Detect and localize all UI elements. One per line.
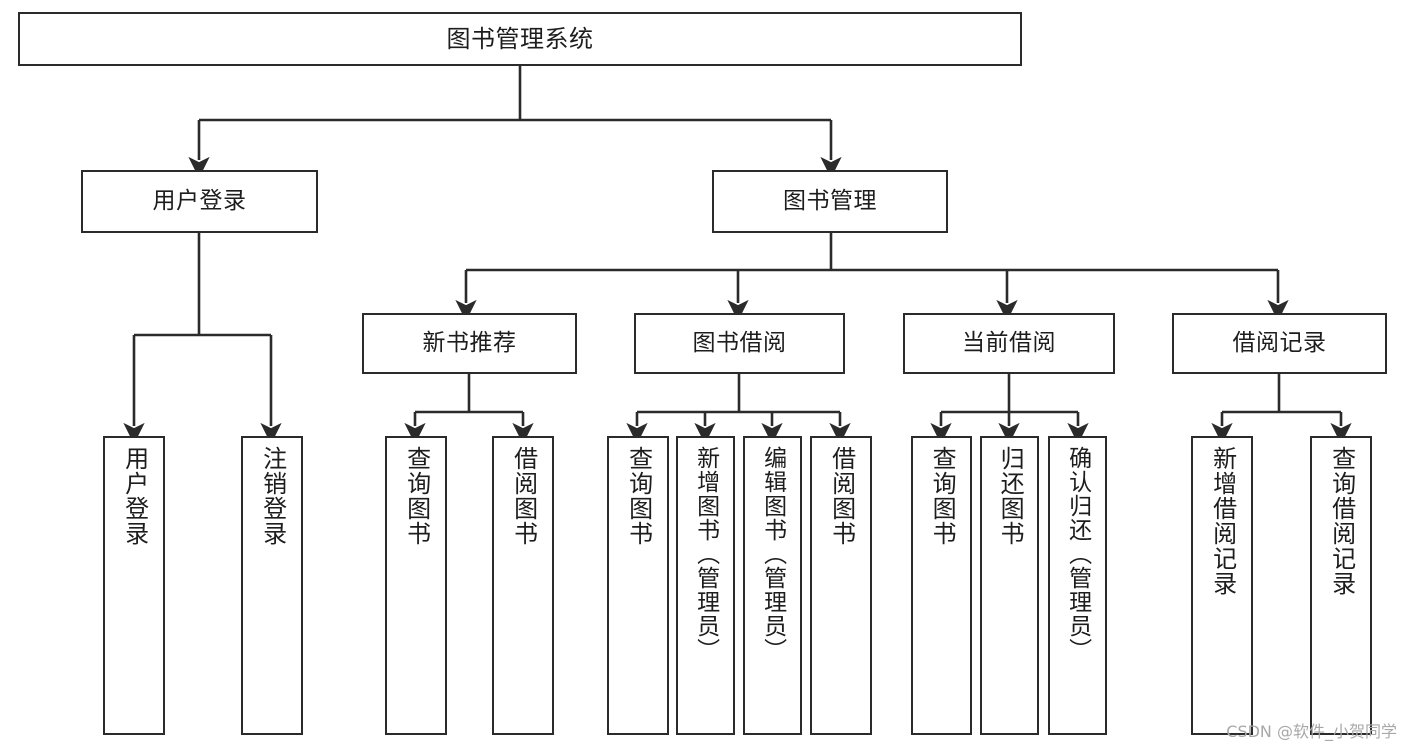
csdn-watermark: CSDN @软件_小贺同学 (1226, 722, 1397, 741)
leaf-add-book-admin[interactable]: 新增图书（管理员） (676, 436, 735, 735)
node-book-borrow[interactable]: 图书借阅 (634, 313, 845, 374)
leaf-user-login[interactable]: 用户登录 (103, 436, 165, 735)
leaf-logout-login[interactable]: 注销登录 (241, 436, 303, 735)
node-book-management-label: 图书管理 (783, 187, 877, 214)
leaf-borrow-book-borrow-label: 借阅图书 (827, 446, 856, 546)
node-user-login[interactable]: 用户登录 (81, 170, 318, 233)
leaf-confirm-return-admin[interactable]: 确认归还（管理员） (1048, 436, 1107, 735)
leaf-borrow-book-recommend[interactable]: 借阅图书 (492, 436, 554, 735)
leaf-query-book-borrow-label: 查询图书 (624, 446, 653, 546)
leaf-user-login-label: 用户登录 (120, 446, 149, 546)
node-root-book-management-system[interactable]: 图书管理系统 (18, 12, 1022, 66)
leaf-query-book-borrow[interactable]: 查询图书 (607, 436, 669, 735)
node-book-management[interactable]: 图书管理 (712, 170, 948, 233)
node-user-login-label: 用户登录 (152, 187, 247, 214)
leaf-query-book-current-label: 查询图书 (928, 446, 957, 546)
leaf-return-book-label: 归还图书 (996, 446, 1025, 546)
leaf-add-borrow-record[interactable]: 新增借阅记录 (1191, 436, 1253, 735)
leaf-add-borrow-record-label: 新增借阅记录 (1208, 446, 1237, 596)
node-current-borrow[interactable]: 当前借阅 (903, 313, 1115, 374)
leaf-query-book-current[interactable]: 查询图书 (911, 436, 972, 735)
leaf-query-borrow-record-label: 查询借阅记录 (1327, 446, 1356, 596)
leaf-borrow-book-recommend-label: 借阅图书 (509, 446, 538, 546)
leaf-edit-book-admin-label: 编辑图书（管理员） (759, 446, 786, 662)
leaf-edit-book-admin[interactable]: 编辑图书（管理员） (743, 436, 802, 735)
leaf-borrow-book-borrow[interactable]: 借阅图书 (810, 436, 872, 735)
node-root-label: 图书管理系统 (446, 24, 594, 53)
leaf-confirm-return-admin-label: 确认归还（管理员） (1064, 446, 1091, 662)
node-borrow-record-label: 借阅记录 (1232, 329, 1327, 356)
node-new-book-recommend[interactable]: 新书推荐 (362, 313, 577, 374)
leaf-return-book[interactable]: 归还图书 (980, 436, 1039, 735)
leaf-logout-login-label: 注销登录 (258, 446, 287, 546)
leaf-query-borrow-record[interactable]: 查询借阅记录 (1310, 436, 1372, 735)
node-borrow-record[interactable]: 借阅记录 (1172, 313, 1387, 374)
node-current-borrow-label: 当前借阅 (962, 329, 1056, 356)
leaf-add-book-admin-label: 新增图书（管理员） (692, 446, 719, 662)
node-new-book-recommend-label: 新书推荐 (422, 329, 517, 356)
node-book-borrow-label: 图书借阅 (692, 329, 787, 356)
leaf-query-book-recommend[interactable]: 查询图书 (385, 436, 447, 735)
leaf-query-book-recommend-label: 查询图书 (402, 446, 431, 546)
